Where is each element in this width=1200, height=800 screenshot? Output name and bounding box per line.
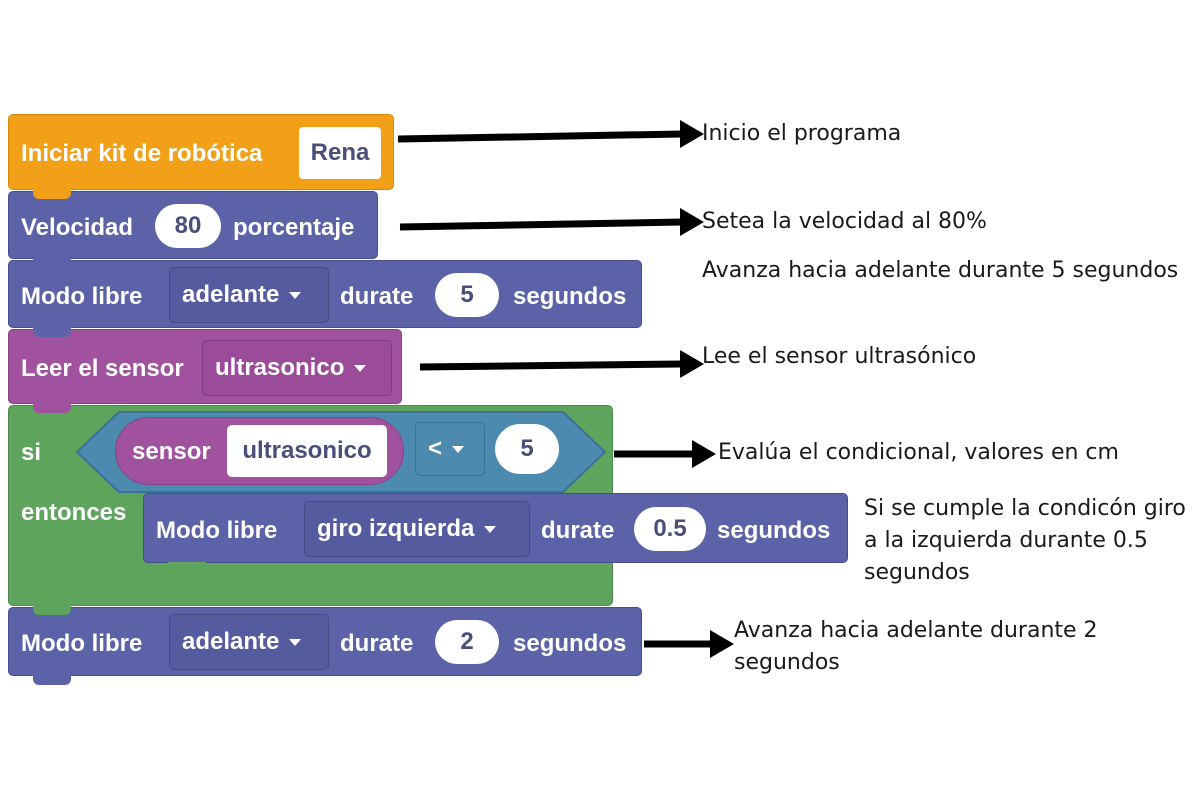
note-start: Inicio el programa (702, 121, 902, 146)
if-label: si (21, 439, 42, 466)
dropdown-caret-icon (289, 291, 302, 299)
arrow-move2 (644, 630, 734, 658)
then-label: entonces (21, 499, 127, 526)
sensor-reporter[interactable]: sensor ultrasonico (115, 417, 404, 485)
arrow-speed (399, 208, 704, 236)
move-mode-label: Modo libre (21, 630, 143, 657)
speed-label: Velocidad (21, 214, 134, 241)
dropdown-caret-icon (452, 445, 465, 453)
duration-label: durate (541, 517, 615, 544)
move-forward-2s-block[interactable]: Modo libre adelante durate 2 segundos (8, 607, 642, 685)
robot-name-value: Rena (310, 139, 370, 166)
arrow-condition (614, 440, 716, 468)
read-sensor-block[interactable]: Leer el sensor ultrasonico (8, 329, 402, 413)
duration-unit-label: segundos (717, 517, 831, 544)
duration-label: durate (340, 630, 414, 657)
move-mode-label: Modo libre (156, 517, 278, 544)
read-sensor-label: Leer el sensor (21, 355, 184, 382)
sensor-type-value: ultrasonico (215, 354, 345, 381)
start-block[interactable]: Iniciar kit de robótica Rena (8, 114, 394, 199)
sensor-reporter-label: sensor (132, 438, 211, 465)
speed-block[interactable]: Velocidad 80 porcentaje (8, 191, 378, 268)
block-notch (33, 258, 71, 268)
direction-value: giro izquierda (317, 515, 475, 542)
block-notch (33, 189, 71, 199)
start-block-label: Iniciar kit de robótica (21, 140, 263, 167)
duration-value-input[interactable]: 0.5 (634, 507, 706, 551)
dropdown-caret-icon (354, 364, 367, 372)
duration-value: 5 (460, 281, 474, 308)
compare-value: 5 (520, 435, 534, 462)
speed-unit-label: porcentaje (233, 214, 355, 241)
duration-value: 2 (460, 628, 474, 655)
if-then-block[interactable]: si entonces sensor ultrasonico < 5 Modo … (8, 405, 848, 615)
operator-value: < (428, 435, 443, 462)
duration-value-input[interactable]: 2 (435, 620, 499, 664)
note-condition: Evalúa el condicional, valores en cm (718, 440, 1119, 465)
sensor-type-dropdown[interactable]: ultrasonico (202, 340, 392, 396)
speed-value: 80 (174, 212, 202, 239)
duration-value: 0.5 (653, 515, 687, 542)
direction-dropdown[interactable]: adelante (169, 614, 329, 670)
robot-name-input[interactable]: Rena (299, 127, 381, 179)
note-read-sensor: Lee el sensor ultrasónico (702, 344, 977, 369)
turn-left-block[interactable]: Modo libre giro izquierda durate 0.5 seg… (143, 493, 848, 572)
dropdown-caret-icon (289, 638, 302, 646)
direction-value: adelante (182, 281, 280, 308)
note-speed: Setea la velocidad al 80% (702, 209, 987, 234)
direction-dropdown[interactable]: adelante (169, 267, 329, 323)
duration-unit-label: segundos (513, 630, 627, 657)
block-notch (33, 675, 71, 685)
block-notch (168, 562, 206, 572)
duration-unit-label: segundos (513, 283, 627, 310)
move-mode-label: Modo libre (21, 283, 143, 310)
note-move2: Avanza hacia adelante durante 2 segundos (734, 618, 1098, 675)
duration-label: durate (340, 283, 414, 310)
sensor-name-value: ultrasonico (242, 437, 372, 464)
compare-value-input[interactable]: 5 (495, 424, 559, 474)
block-notch (33, 605, 71, 615)
arrow-start (397, 120, 704, 148)
sensor-name-input[interactable]: ultrasonico (227, 425, 387, 477)
block-notch (33, 403, 71, 413)
direction-value: adelante (182, 628, 280, 655)
direction-dropdown[interactable]: giro izquierda (304, 501, 530, 557)
operator-dropdown[interactable]: < (415, 422, 485, 476)
speed-value-input[interactable]: 80 (155, 204, 221, 248)
move-forward-5s-block[interactable]: Modo libre adelante durate 5 segundos (8, 260, 642, 337)
dropdown-caret-icon (484, 525, 497, 533)
duration-value-input[interactable]: 5 (435, 273, 499, 317)
block-notch (33, 327, 71, 337)
note-inner-move: Si se cumple la condicón giro a la izqui… (864, 496, 1186, 585)
arrow-read-sensor (419, 350, 704, 378)
note-move1: Avanza hacia adelante durante 5 segundos (702, 258, 1179, 283)
